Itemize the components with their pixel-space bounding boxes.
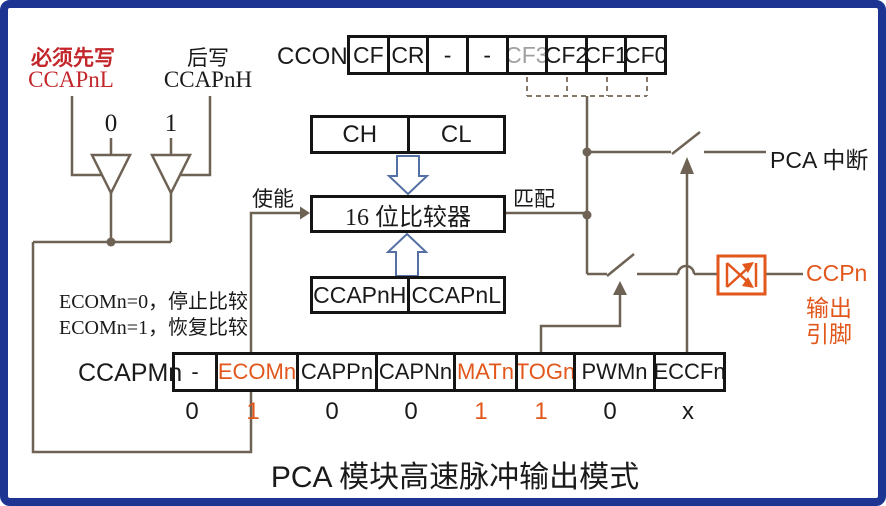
ch-cl-register: CH CL <box>310 115 506 154</box>
ecom-note-line2: ECOMn=1，恢复比较 <box>59 317 249 339</box>
ccapnh-input-wire <box>180 96 212 177</box>
ccon-bit-cf0: CF0 <box>624 38 664 72</box>
ccapmn-register-label: CCAPMn <box>78 359 183 387</box>
must-write-first-note: 必须先写 <box>31 46 115 70</box>
ccapmn-bit-capnn: CAPNn <box>375 355 453 389</box>
ccapmn-value-pwmn: 0 <box>603 398 617 425</box>
ccon-bit-cf: CF <box>352 41 384 68</box>
enable-label: 使能 <box>252 187 294 211</box>
ccapmn-bit-cappn: CAPPn <box>296 355 375 389</box>
enable-arrowhead-icon <box>300 206 310 220</box>
write-after-note: 后写 <box>187 46 229 70</box>
togn-arrowhead-icon <box>613 281 627 295</box>
ccapmn-value-ecomn: 1 <box>246 398 260 425</box>
toggle-crossbar-icon <box>716 254 767 296</box>
ccapmn-value-capnn: 0 <box>404 398 418 425</box>
ccon-bit-cf1: CF1 <box>584 38 624 72</box>
enable-wire <box>31 211 300 454</box>
ccon-bit-cf2: CF2 <box>545 38 585 72</box>
wire-hop <box>676 264 696 275</box>
ccon-register: CF CR - - CF3 CF2 CF1 CF0 <box>347 35 667 75</box>
up-arrow-icon <box>385 232 429 277</box>
mux-select-0-label: 0 <box>104 110 118 137</box>
ccapmn-value-cappn: 0 <box>325 398 339 425</box>
down-arrow-icon <box>386 155 430 196</box>
mux-select-1-label: 1 <box>164 110 178 137</box>
output-switch-blade-icon <box>606 253 635 277</box>
must-write-first-register: CCAPnL <box>28 67 114 92</box>
ccap-register: CCAPnH CCAPnL <box>310 276 506 314</box>
buffer-triangle-1-icon <box>149 153 193 196</box>
ccapnl-input-wire <box>70 96 103 177</box>
ccapmn-value-eccfn: x <box>682 398 694 425</box>
ccapmn-value-dash: 0 <box>185 398 199 425</box>
ccpn-output-pin-label-line2: 输出 <box>806 295 852 321</box>
ccapmn-bit-dash: - <box>191 359 199 384</box>
ccapmn-register: - ECOMn CAPPn CAPNn MATn TOGn PWMn ECCFn <box>172 352 726 392</box>
eccfn-arrowhead-icon <box>680 157 694 174</box>
ccpn-output-pin-label-line1: CCPn <box>806 260 868 286</box>
ccapnh-cell: CCAPnH <box>313 281 407 308</box>
ccon-bit-dash1: - <box>426 38 466 72</box>
pca-interrupt-label: PCA 中断 <box>770 147 869 173</box>
diagram-title: PCA 模块高速脉冲输出模式 <box>270 461 640 494</box>
ccapmn-bit-togn: TOGn <box>515 355 573 389</box>
ccpn-output-pin-label-line3: 引脚 <box>806 321 852 347</box>
ccon-bit-dash2: - <box>465 38 506 72</box>
togn-control-wire <box>539 294 622 352</box>
ch-cell: CH <box>342 120 378 148</box>
ccapmn-bit-eccfn: ECCFn <box>653 355 723 389</box>
ccapmn-value-togn: 1 <box>534 398 548 425</box>
ecom-note-line1: ECOMn=0，停止比较 <box>59 291 249 313</box>
cl-cell: CL <box>406 118 504 151</box>
ccapmn-bit-pwmn: PWMn <box>573 355 653 389</box>
ccon-bit-cf3: CF3 <box>505 38 545 72</box>
ccapmn-bit-matn: MATn <box>453 355 515 389</box>
ccapnl-cell: CCAPnL <box>406 279 504 311</box>
buffer-triangle-0-icon <box>89 153 133 196</box>
match-label: 匹配 <box>513 187 555 211</box>
ccon-register-label: CCON <box>277 43 348 70</box>
junction-dot <box>582 210 592 220</box>
ccon-bit-cr: CR <box>386 38 427 72</box>
interrupt-switch-blade-icon <box>671 131 701 155</box>
ccapmn-value-matn: 1 <box>474 398 488 425</box>
junction-dot <box>582 147 592 157</box>
comparator-label: 16 位比较器 <box>345 204 471 231</box>
write-after-register: CCAPnH <box>163 67 253 92</box>
comparator-box: 16 位比较器 <box>310 195 506 233</box>
junction-dot <box>106 237 116 247</box>
ccapmn-bit-ecomn: ECOMn <box>215 355 296 389</box>
